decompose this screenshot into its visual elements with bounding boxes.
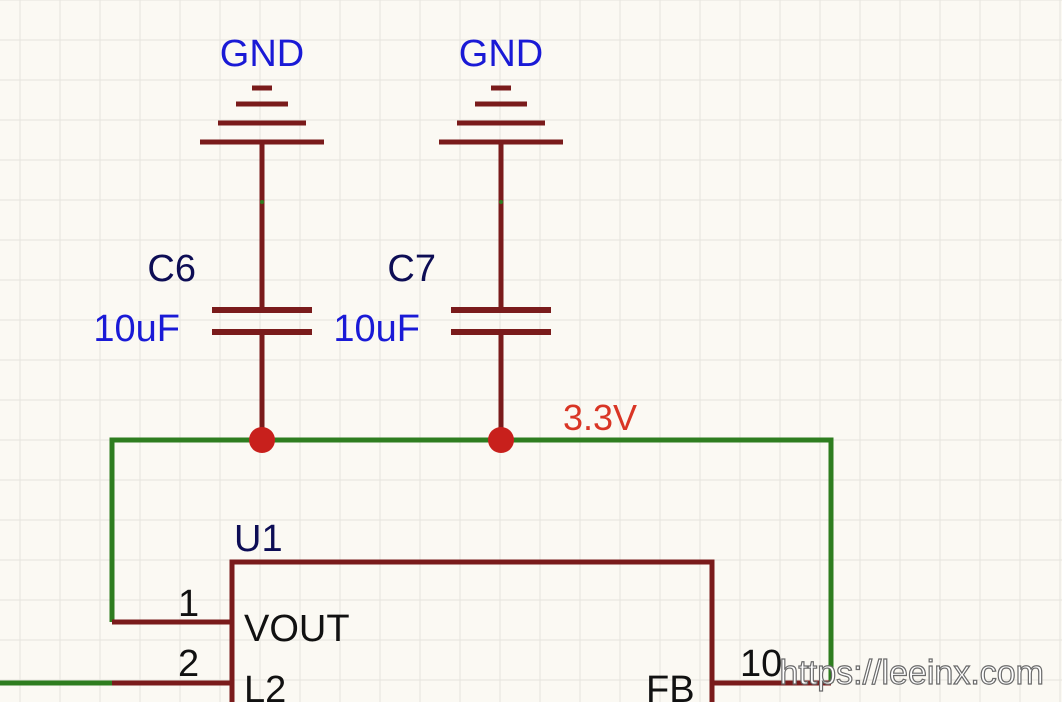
pin-number: 1: [178, 583, 199, 625]
ic-designator: U1: [234, 518, 283, 560]
pin-name: FB: [646, 669, 695, 702]
capacitor-designator: C6: [147, 248, 196, 290]
net-wire-3v3[interactable]: [0, 437, 834, 686]
junction-dot: [488, 427, 514, 453]
capacitor-designator: C7: [387, 248, 436, 290]
gnd-label: GND: [459, 33, 543, 75]
gnd-symbol-c6[interactable]: GND: [200, 33, 324, 145]
capacitor-value: 10uF: [93, 308, 180, 350]
pin-number: 10: [740, 643, 782, 685]
pin-name: L2: [244, 669, 286, 702]
gnd-label: GND: [220, 33, 304, 75]
ic-u1[interactable]: U1 1 VOUT 2 L2 10 FB: [112, 518, 831, 702]
watermark: https://leeinx.com: [779, 654, 1044, 692]
pin-name: VOUT: [244, 608, 350, 650]
capacitor-c6[interactable]: C6 10uF: [93, 142, 312, 440]
pin-number: 2: [178, 643, 199, 685]
gnd-symbol-c7[interactable]: GND: [439, 33, 563, 145]
junction-dot: [249, 427, 275, 453]
capacitor-c7[interactable]: C7 10uF: [333, 142, 551, 440]
net-label-3v3: 3.3V: [563, 397, 637, 438]
capacitor-value: 10uF: [333, 308, 420, 350]
